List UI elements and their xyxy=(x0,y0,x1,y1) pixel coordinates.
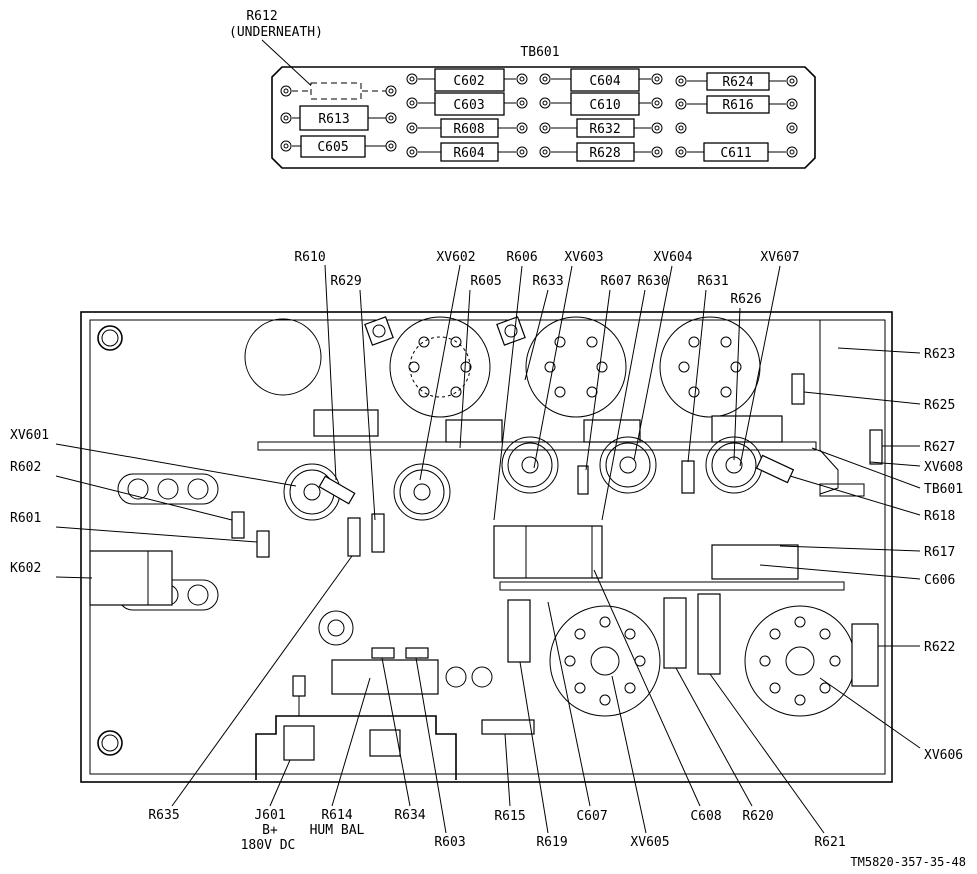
label-r627: R627 xyxy=(924,440,955,455)
label-r621: R621 xyxy=(814,835,845,850)
label-r619: R619 xyxy=(536,835,567,850)
label-r607: R607 xyxy=(600,274,631,289)
label-r633: R633 xyxy=(532,274,563,289)
label-r620: R620 xyxy=(742,809,773,824)
label-r635: R635 xyxy=(148,808,179,823)
label-xv607: XV607 xyxy=(760,250,799,265)
label-r606: R606 xyxy=(506,250,537,265)
socket-top-row xyxy=(364,316,761,418)
underneath-note: (UNDERNEATH) xyxy=(229,25,323,40)
label-r626: R626 xyxy=(730,292,761,307)
label-r610: R610 xyxy=(294,250,325,265)
chassis-outline xyxy=(80,311,893,783)
tb-r613: R613 xyxy=(318,112,349,127)
figure-id: TM5820-357-35-48 xyxy=(850,855,966,869)
tb-c611: C611 xyxy=(720,146,751,161)
label-180v-dc: 180V DC xyxy=(241,838,296,853)
label-r605: R605 xyxy=(470,274,501,289)
tb-r624: R624 xyxy=(722,75,753,90)
label-r625: R625 xyxy=(924,398,955,413)
label-r623: R623 xyxy=(924,347,955,362)
tb-r604: R604 xyxy=(453,146,484,161)
label-r618: R618 xyxy=(924,509,955,524)
label-tb601: TB601 xyxy=(924,482,963,497)
label-xv605: XV605 xyxy=(630,835,669,850)
tb-c604: C604 xyxy=(589,74,620,89)
label-r629: R629 xyxy=(330,274,361,289)
label-r631: R631 xyxy=(697,274,728,289)
tb-c610: C610 xyxy=(589,98,620,113)
tb-r628: R628 xyxy=(589,146,620,161)
label-xv602: XV602 xyxy=(436,250,475,265)
label-c608: C608 xyxy=(690,809,721,824)
tb-r616: R616 xyxy=(722,98,753,113)
label-xv606: XV606 xyxy=(924,748,963,763)
tb-c602: C602 xyxy=(453,74,484,89)
tb601-title: TB601 xyxy=(520,45,559,60)
label-xv601: XV601 xyxy=(10,428,49,443)
label-xv603: XV603 xyxy=(564,250,603,265)
r612-label: R612 xyxy=(246,9,277,24)
small-sockets xyxy=(283,436,763,521)
label-xv608: XV608 xyxy=(924,460,963,475)
tb-c605: C605 xyxy=(317,140,348,155)
label-r630: R630 xyxy=(637,274,668,289)
label-j601: J601 xyxy=(254,808,285,823)
terminal-board: R613 C605 C602 C603 R608 xyxy=(271,66,816,169)
label-b-plus: B+ xyxy=(262,823,278,838)
label-r622: R622 xyxy=(924,640,955,655)
label-k602: K602 xyxy=(10,561,41,576)
label-xv604: XV604 xyxy=(653,250,692,265)
label-r617: R617 xyxy=(924,545,955,560)
tb-c603: C603 xyxy=(453,98,484,113)
label-r601: R601 xyxy=(10,511,41,526)
label-r614: R614 xyxy=(321,808,352,823)
tb-r608: R608 xyxy=(453,122,484,137)
label-c607: C607 xyxy=(576,809,607,824)
label-r602: R602 xyxy=(10,460,41,475)
label-r634: R634 xyxy=(394,808,425,823)
label-hum-bal: HUM BAL xyxy=(310,823,365,838)
label-r603: R603 xyxy=(434,835,465,850)
tb-r632: R632 xyxy=(589,122,620,137)
label-c606: C606 xyxy=(924,573,955,588)
label-r615: R615 xyxy=(494,809,525,824)
